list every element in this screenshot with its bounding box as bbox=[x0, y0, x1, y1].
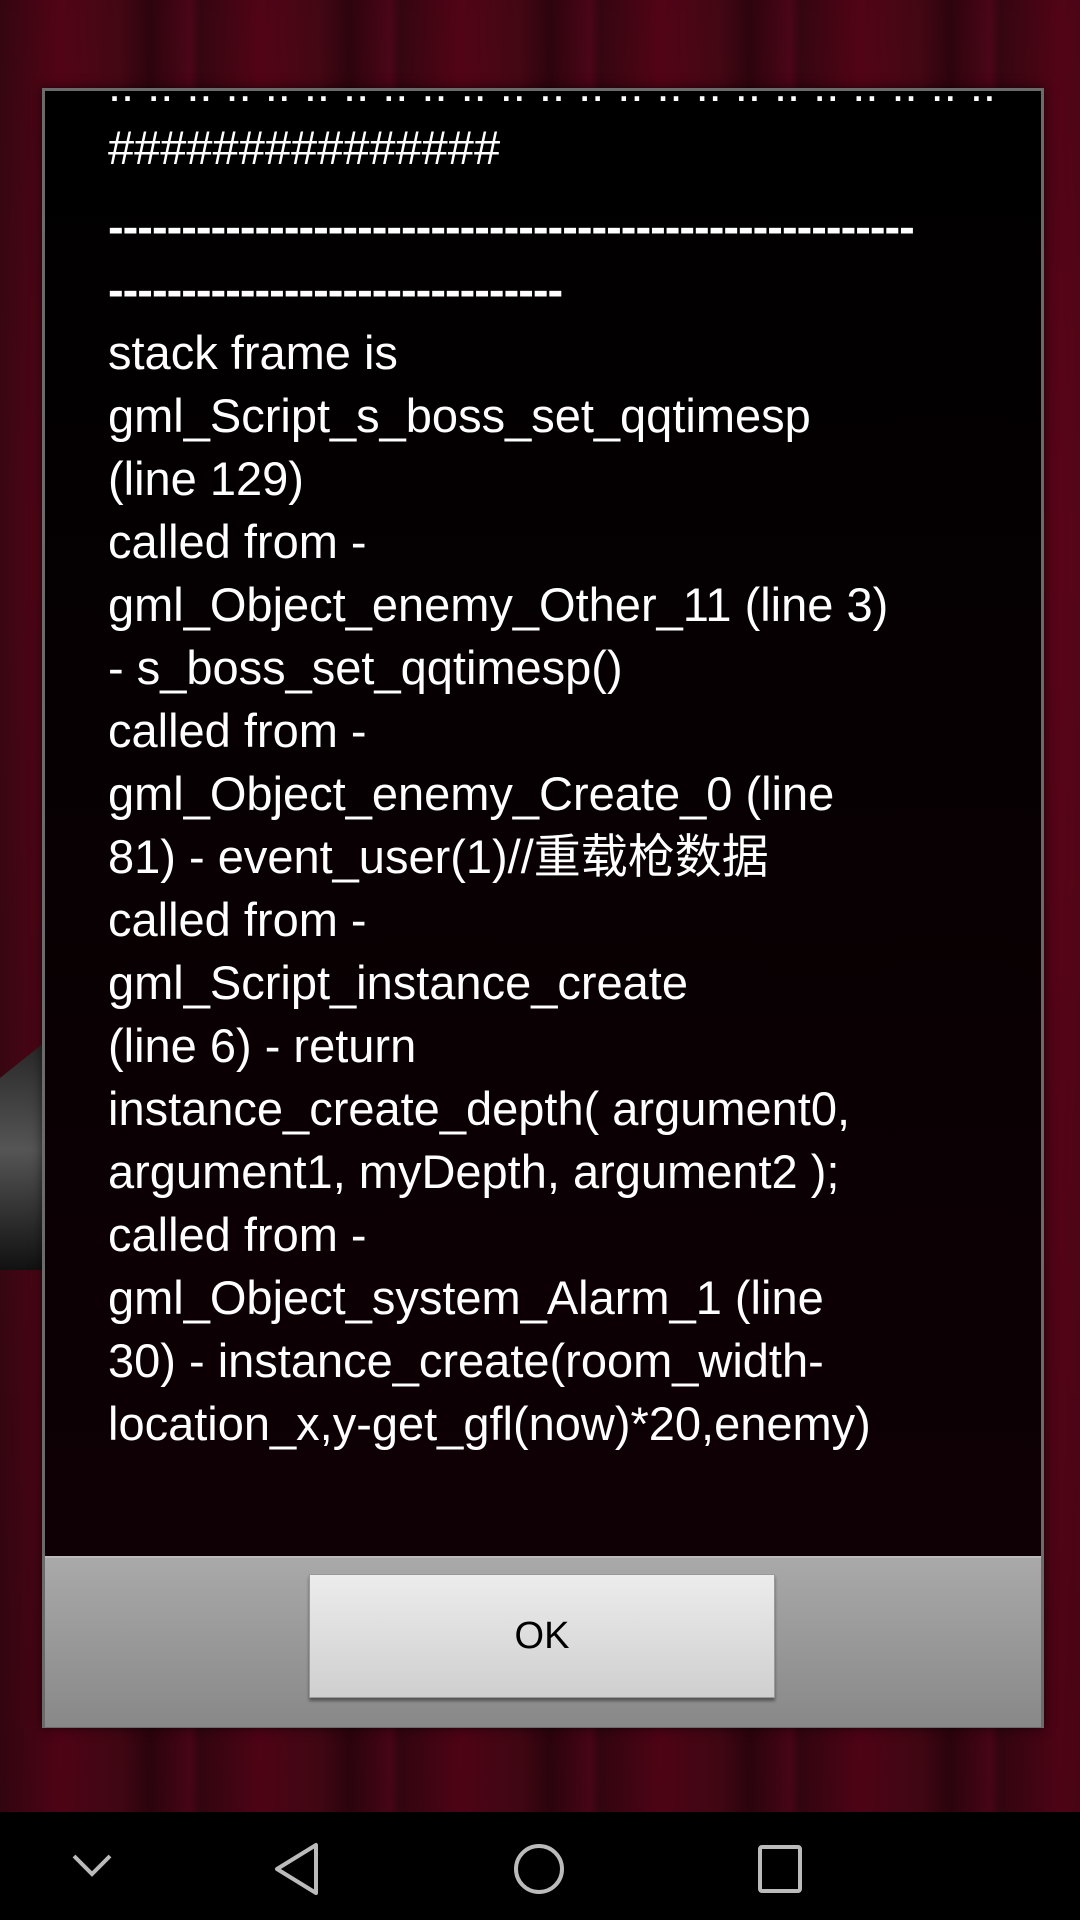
message-line: location_x,y-get_gfl(now)*20,enemy) bbox=[108, 1397, 871, 1450]
home-icon[interactable] bbox=[512, 1842, 566, 1896]
message-line: (line 129) bbox=[108, 452, 304, 505]
message-line: called from - bbox=[108, 1208, 367, 1261]
message-line: 81) - event_user(1)//重载枪数据 bbox=[108, 830, 769, 883]
message-line: stack frame is bbox=[108, 326, 398, 379]
message-line: gml_Object_system_Alarm_1 (line bbox=[108, 1271, 824, 1324]
message-line: (line 6) - return bbox=[108, 1019, 417, 1072]
message-line: argument1, myDepth, argument2 ); bbox=[108, 1145, 840, 1198]
message-line: :: :: :: :: :: :: :: :: :: :: :: :: :: :… bbox=[108, 91, 1008, 116]
ok-button[interactable]: OK bbox=[309, 1574, 775, 1698]
message-line: instance_create_depth( argument0, bbox=[108, 1082, 851, 1135]
button-panel: OK bbox=[45, 1556, 1041, 1727]
error-message[interactable]: :: :: :: :: :: :: :: :: :: :: :: :: :: :… bbox=[108, 91, 1008, 1551]
message-line: ----------------------------------------… bbox=[108, 200, 915, 253]
message-line: called from - bbox=[108, 704, 367, 757]
back-icon[interactable] bbox=[272, 1842, 322, 1896]
message-line: ------------------------------- bbox=[108, 263, 563, 316]
message-line: gml_Script_s_boss_set_qqtimesp bbox=[108, 389, 811, 442]
message-line: ############### bbox=[108, 121, 501, 174]
error-dialog: :: :: :: :: :: :: :: :: :: :: :: :: :: :… bbox=[42, 88, 1044, 1728]
message-line: gml_Script_instance_create bbox=[108, 956, 688, 1009]
message-line: gml_Object_enemy_Other_11 (line 3) bbox=[108, 578, 889, 631]
message-line: 30) - instance_create(room_width- bbox=[108, 1334, 824, 1387]
message-line: called from - bbox=[108, 893, 367, 946]
recents-icon[interactable] bbox=[755, 1842, 805, 1896]
navigation-bar bbox=[0, 1812, 1080, 1920]
message-line: gml_Object_enemy_Create_0 (line bbox=[108, 767, 835, 820]
chevron-down-icon[interactable] bbox=[70, 1842, 114, 1886]
message-line: - s_boss_set_qqtimesp() bbox=[108, 641, 623, 694]
message-line: called from - bbox=[108, 515, 367, 568]
